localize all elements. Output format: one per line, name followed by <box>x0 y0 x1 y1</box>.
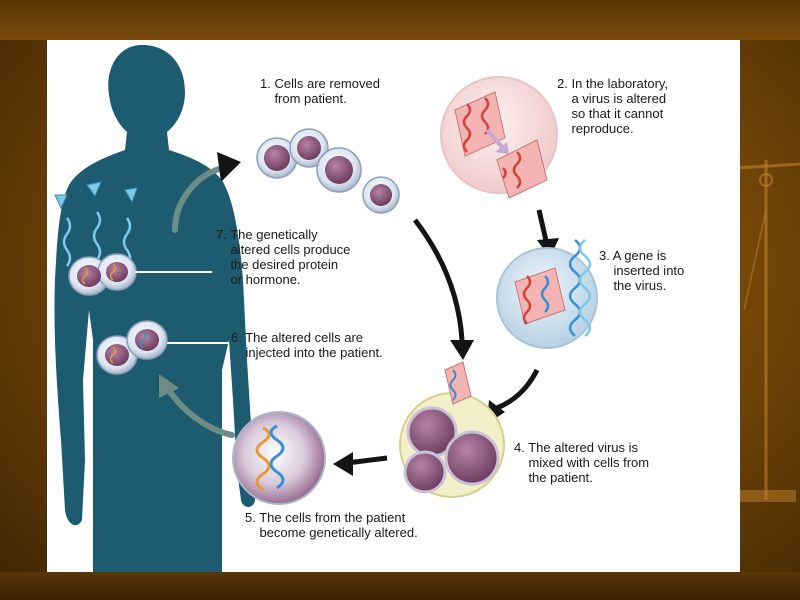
arrow-step4-to-5-head <box>333 452 353 476</box>
arrow-step2-to-3 <box>536 209 551 249</box>
cell-cluster-icon <box>256 128 400 214</box>
step-1-label: 1. Cells are removed from patient. <box>260 76 380 106</box>
protein-triangle-icon <box>54 181 138 210</box>
gene-therapy-diagram <box>54 45 598 572</box>
step-5-label: 5. The cells from the patient become gen… <box>245 510 418 540</box>
altered-cell-pair-injected <box>96 320 168 375</box>
arrow-step3-to-4 <box>496 368 540 411</box>
step-6-label: 6. The altered cells are injected into t… <box>231 330 383 360</box>
arrow-step1-to-4 <box>413 218 465 341</box>
curved-arrow-injection-head <box>159 374 179 398</box>
step-2-label: 2. In the laboratory, a virus is altered… <box>557 76 669 136</box>
dna-helix-icon <box>568 239 592 337</box>
balance-scale-icon <box>736 160 800 502</box>
altered-cell-pair-producing <box>68 253 137 296</box>
slide-frame-bottom <box>0 572 800 600</box>
step-7-label: 7. The genetically altered cells produce… <box>216 227 351 287</box>
gene-insertion-icon <box>496 247 598 349</box>
human-silhouette <box>54 45 256 572</box>
slide-frame-top <box>0 0 800 40</box>
lab-virus-icon <box>440 76 558 199</box>
arrow-step1-to-4-head <box>450 340 474 360</box>
step-3-label: 3. A gene is inserted into the virus. <box>599 248 685 293</box>
curved-arrow-icon <box>172 165 225 233</box>
virus-cell-mix-icon <box>399 361 505 498</box>
curved-arrow-head <box>217 152 241 182</box>
curved-arrow-injection <box>166 387 235 438</box>
altered-cell-icon <box>232 411 326 505</box>
arrow-step4-to-5 <box>346 455 388 466</box>
diagram-panel: 1. Cells are removed from patient. 2. In… <box>47 40 740 572</box>
step-4-label: 4. The altered virus is mixed with cells… <box>514 440 650 485</box>
